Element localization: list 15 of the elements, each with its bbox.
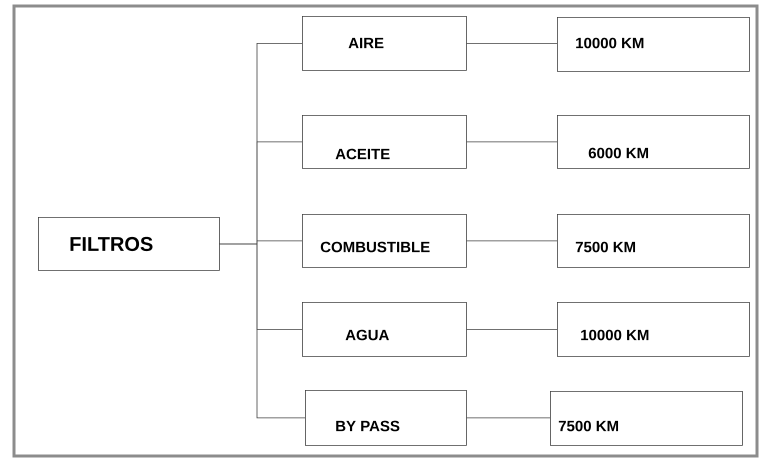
label-box: 7500 KM — [557, 214, 750, 268]
label-box: 7500 KM — [550, 391, 743, 446]
label-box: AIRE — [302, 16, 467, 71]
label-box: AGUA — [302, 302, 467, 357]
connector-line — [466, 43, 558, 44]
label-box: BY PASS — [305, 390, 467, 446]
label-box: FILTROS — [38, 217, 220, 271]
label-box: ACEITE — [302, 115, 467, 169]
label-box: 10000 KM — [557, 17, 750, 72]
label-box: 10000 KM — [557, 302, 750, 357]
label-box: COMBUSTIBLE — [302, 214, 467, 268]
connector-line — [466, 329, 558, 330]
label-box: 6000 KM — [557, 115, 750, 169]
connector-line — [219, 244, 306, 418]
connector-line — [466, 240, 558, 242]
